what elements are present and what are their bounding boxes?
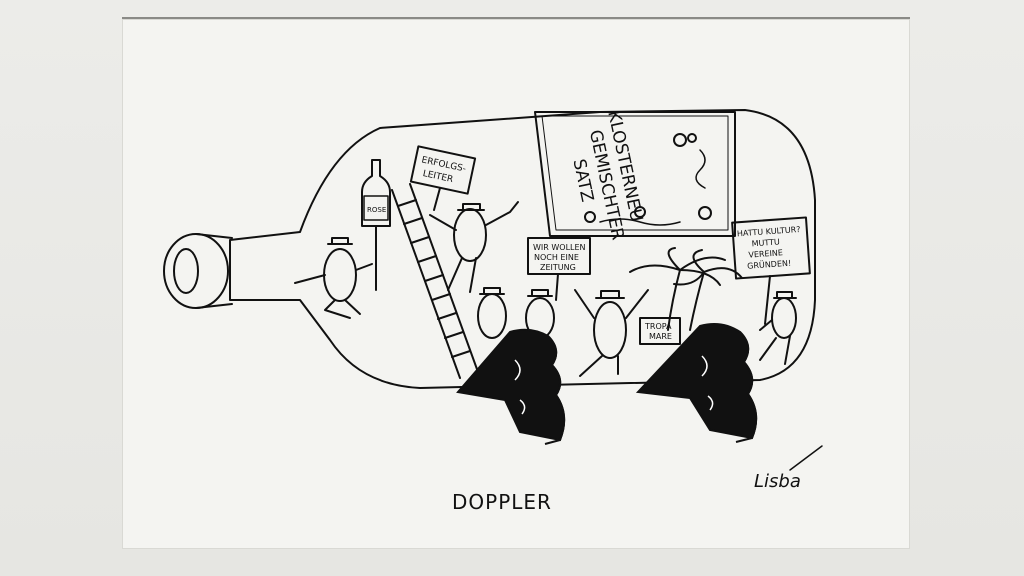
culture-sign — [731, 216, 811, 280]
artist-signature: Lisba — [754, 471, 801, 492]
palm-trees-icon — [629, 247, 743, 331]
bottle-label-text: KLOSTERNEU GEMISCHTER SATZ — [569, 109, 647, 242]
svg-text:LEITER: LEITER — [422, 169, 454, 185]
svg-text:WIR WOLLEN: WIR WOLLEN — [533, 243, 586, 252]
ladder-sign-text: ERFOLGS- LEITER — [421, 155, 467, 185]
rose-label: ROSE — [367, 206, 386, 214]
svg-text:HATTU KULTUR?: HATTU KULTUR? — [737, 225, 801, 238]
rose-bottle-icon — [361, 159, 391, 227]
svg-text:MUTTU: MUTTU — [751, 237, 780, 248]
svg-text:ZEITUNG: ZEITUNG — [540, 263, 576, 272]
palm-sign — [639, 317, 681, 345]
artwork-caption: DOPPLER — [452, 490, 552, 514]
culture-sign-text: HATTU KULTUR? MUTTU VEREINE GRÜNDEN! — [737, 225, 801, 271]
svg-text:MARE: MARE — [649, 332, 672, 341]
figure-cheering — [574, 289, 649, 377]
bottle-outline — [229, 109, 816, 389]
palm-sign-text: TROPA MARE — [644, 322, 672, 341]
svg-text:NOCH EINE: NOCH EINE — [534, 253, 579, 262]
bottle-stand-left — [456, 328, 566, 445]
svg-text:VEREINE: VEREINE — [748, 248, 783, 259]
bottle-stand-right — [635, 323, 758, 443]
figure-culture — [759, 291, 797, 365]
protest-sign-text: WIR WOLLEN NOCH EINE ZEITUNG — [533, 243, 586, 272]
svg-text:TROPA: TROPA — [644, 322, 672, 331]
ladder-icon — [391, 183, 479, 379]
picture-mat — [122, 17, 910, 549]
figure-sitting — [294, 237, 373, 319]
figure-climbing — [429, 201, 519, 293]
svg-text:GRÜNDEN!: GRÜNDEN! — [747, 258, 792, 271]
figure-dog — [477, 287, 507, 339]
bottle-label-frame — [534, 111, 736, 237]
